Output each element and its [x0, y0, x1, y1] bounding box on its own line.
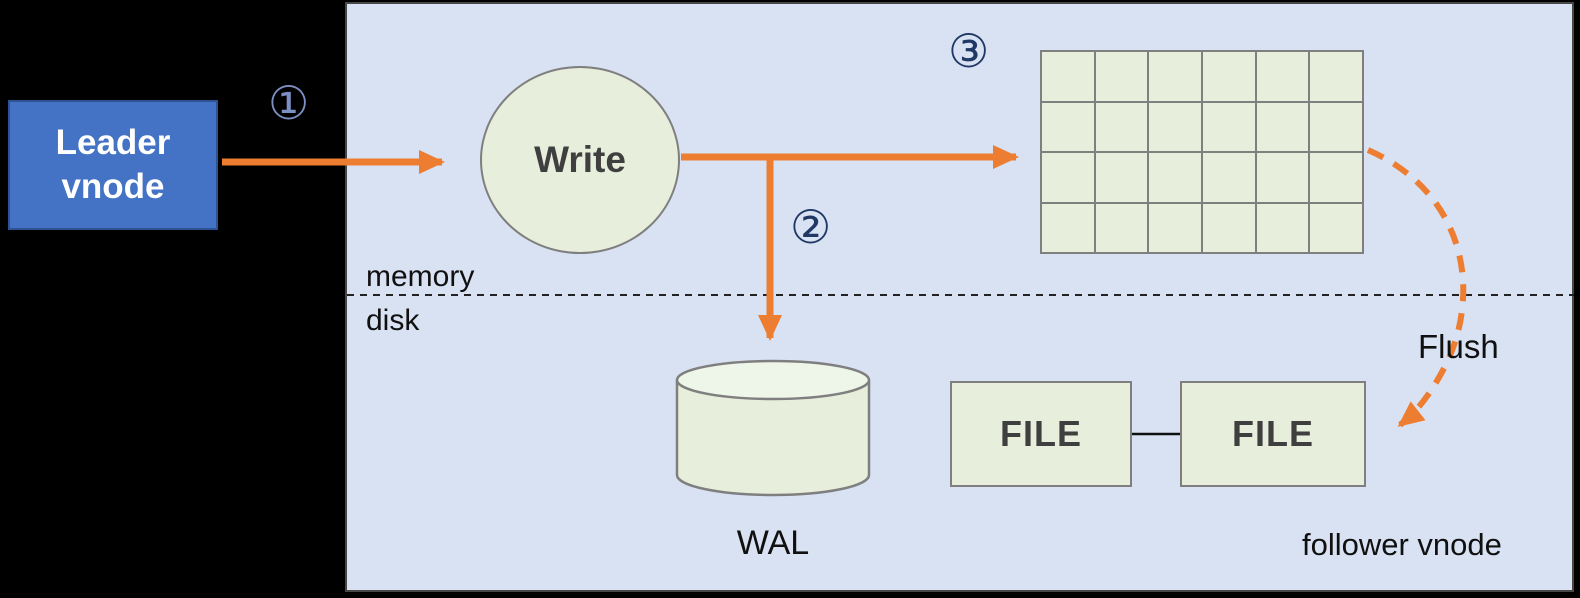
memtable-cell	[1202, 202, 1256, 253]
follower-vnode-label: follower vnode	[1302, 527, 1502, 562]
file-box-left: FILE	[950, 381, 1132, 487]
step-3-marker: ③	[948, 25, 990, 77]
memtable-cell	[1309, 152, 1363, 203]
memtable-cell	[1148, 202, 1202, 253]
memtable-cell	[1309, 202, 1363, 253]
write-node: Write	[480, 66, 680, 254]
flush-label: Flush	[1418, 328, 1499, 365]
memtable-cell	[1041, 101, 1095, 152]
memtable-cell	[1041, 51, 1095, 102]
memtable-cell	[1094, 202, 1149, 253]
memtable-cell	[1202, 101, 1256, 152]
memtable-cell	[1255, 101, 1310, 152]
memtable-cell	[1202, 51, 1256, 102]
wal-label: WAL	[736, 524, 810, 562]
memtable-cell	[1309, 51, 1363, 102]
step-2-marker: ②	[790, 201, 832, 253]
memtable-cell	[1148, 152, 1202, 203]
memtable-cell	[1148, 51, 1202, 102]
step-1-marker: ①	[268, 77, 310, 129]
memtable-grid	[1040, 50, 1364, 254]
file-box-right: FILE	[1180, 381, 1366, 487]
memtable-cell	[1255, 51, 1310, 102]
memtable-cell	[1148, 101, 1202, 152]
memtable-cell	[1094, 51, 1149, 102]
disk-label: disk	[366, 304, 420, 337]
memtable-cell	[1041, 202, 1095, 253]
memtable-cell	[1309, 101, 1363, 152]
memtable-cell	[1202, 152, 1256, 203]
wal-cylinder	[675, 359, 871, 497]
file-box-left-label: FILE	[1000, 413, 1082, 454]
leader-vnode-label-line1: Leader	[55, 123, 171, 163]
memtable-cell	[1255, 152, 1310, 203]
memtable-cell	[1094, 101, 1149, 152]
write-node-label: Write	[534, 139, 626, 180]
memtable-cell	[1094, 152, 1149, 203]
leader-vnode-label-line2: vnode	[61, 167, 165, 206]
memtable-cell	[1255, 202, 1310, 253]
leader-vnode-box: Leader vnode	[8, 100, 218, 230]
memtable-cell	[1041, 152, 1095, 203]
file-box-right-label: FILE	[1232, 413, 1314, 454]
memory-label: memory	[366, 260, 475, 293]
